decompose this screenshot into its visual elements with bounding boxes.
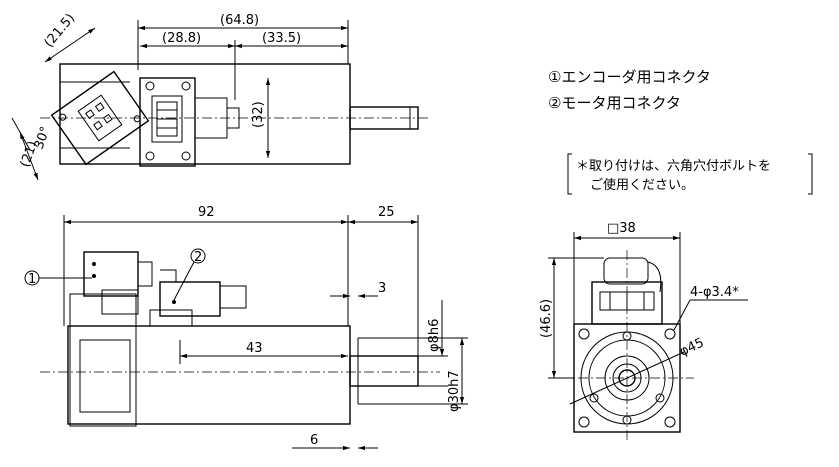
svg-text:1: 1 [28,272,36,287]
side-connector-1 [83,251,139,297]
dim-25: 25 [378,205,395,220]
side-connector-2 [159,281,221,317]
dim-33-5: (33.5) [262,31,301,46]
dim-phi8h6: φ8h6 [427,319,442,352]
dim-92: 92 [198,205,215,220]
mount-hole-tl [578,328,590,340]
mount-hole-br [664,416,676,428]
legend-encoder-connector: ①エンコーダ用コネクタ [548,68,711,86]
note-line-2: ご使用ください。 [590,177,694,193]
mounting-note: ＊取り付けは、六角穴付ボルトを ご使用ください。 [567,153,813,195]
dim-21: (21) [18,139,41,169]
dim-phi30h7: φ30h7 [447,370,462,412]
dim-21-5: (21.5) [42,11,79,51]
dim-3: 3 [378,281,386,296]
note-line-1: ＊取り付けは、六角穴付ボルトを [576,159,771,174]
svg-text:2: 2 [194,250,202,265]
dim-46-6: (46.6) [539,299,554,338]
front-view: □38 (46.6) 4-φ3.4* φ45 [539,221,748,440]
dim-32: (32) [251,101,266,128]
dim-43: 43 [246,341,263,356]
dim-64-8: (64.8) [220,13,259,28]
dim-28-8: (28.8) [162,31,201,46]
side-view: 92 25 3 43 6 φ8h6 φ30h7 1 2 [24,205,468,451]
legend: ①エンコーダ用コネクタ ②モータ用コネクタ [548,68,711,112]
encoder-connector-rotated [50,70,150,166]
legend-motor-connector: ②モータ用コネクタ [548,94,681,112]
mount-hole-bl [578,416,590,428]
side-shaft [349,355,419,387]
callout-2 [190,248,206,264]
dim-mount-holes: 4-φ3.4* [690,285,739,300]
side-view-body [67,325,351,425]
dim-phi45: φ45 [677,335,706,359]
mount-hole-tr [664,328,676,340]
top-view: (64.8) (28.8) (33.5) (32) (21.5) 30° (21… [11,11,430,181]
dim-square-38: □38 [607,221,636,236]
dim-6: 6 [310,433,318,448]
